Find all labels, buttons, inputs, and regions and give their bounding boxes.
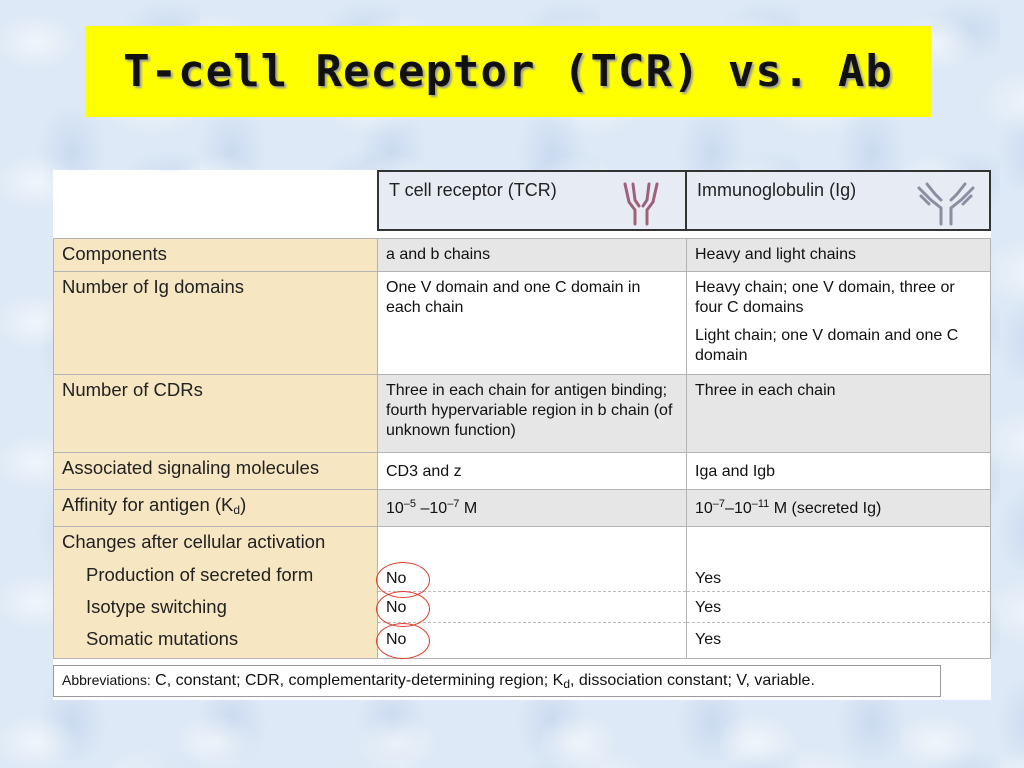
row-label-cdrs: Number of CDRs — [53, 374, 378, 453]
row-label-changes: Changes after cellular activation Produc… — [53, 526, 378, 659]
somatic-label: Somatic mutations — [86, 628, 239, 649]
ig-components: Heavy and light chains — [686, 238, 991, 272]
ig-changes: Yes Yes Yes — [686, 526, 991, 659]
tcr-affinity-exp2: –7 — [447, 498, 460, 510]
ig-affinity-base2: 10 — [733, 500, 752, 517]
tcr-signaling: CD3 and z — [377, 452, 687, 490]
ig-affinity-base1: 10 — [695, 500, 713, 517]
tcr-affinity-base2: 10 — [429, 500, 448, 517]
row-label-signaling: Associated signaling molecules — [53, 452, 378, 490]
ig-cdrs: Three in each chain — [686, 374, 991, 453]
table-row: Number of CDRs Three in each chain for a… — [53, 374, 991, 453]
tcr-domains: One V domain and one C domain in each ch… — [377, 271, 687, 375]
secreted-label: Production of secreted form — [86, 564, 314, 585]
header-ig: Immunoglobulin (Ig) — [685, 170, 991, 231]
table-row: Components a and b chains Heavy and ligh… — [53, 238, 991, 272]
affinity-label-sub: d — [233, 503, 241, 517]
comparison-grid: Components a and b chains Heavy and ligh… — [53, 238, 991, 659]
title-banner: T-cell Receptor (TCR) vs. Ab — [85, 26, 931, 117]
row-label-components: Components — [53, 238, 378, 272]
ig-domains-light: Light chain; one V domain and one C doma… — [695, 327, 959, 364]
tcr-affinity-unit: M — [459, 500, 478, 517]
table-row: Changes after cellular activation Produc… — [53, 526, 991, 659]
abbreviations-footnote: Abbreviations: C, constant; CDR, complem… — [53, 665, 941, 697]
table-row: Affinity for antigen (Kd) 10–5 –10–7 M 1… — [53, 489, 991, 527]
highlight-circle — [376, 623, 430, 659]
abbreviations-text2: , dissociation constant; V, variable. — [570, 672, 815, 689]
table-row: Associated signaling molecules CD3 and z… — [53, 452, 991, 490]
tcr-cdrs: Three in each chain for antigen binding;… — [377, 374, 687, 453]
tcr-receptor-icon — [623, 182, 659, 226]
header-tcr: T cell receptor (TCR) — [377, 170, 687, 231]
tcr-changes: No No No — [376, 526, 687, 659]
isotype-label: Isotype switching — [86, 596, 227, 617]
ig-affinity-sep: – — [725, 500, 734, 517]
tcr-components: a and b chains — [377, 238, 687, 272]
tcr-affinity-sep: – — [416, 500, 430, 517]
affinity-label-main: Affinity for antigen (K — [62, 494, 234, 515]
comparison-table: T cell receptor (TCR) Immunoglobulin (Ig… — [53, 170, 991, 700]
slide-title: T-cell Receptor (TCR) vs. Ab — [123, 46, 893, 97]
changes-label: Changes after cellular activation — [62, 531, 326, 552]
ig-affinity-exp2: –11 — [751, 498, 770, 510]
antibody-icon — [917, 182, 975, 226]
abbreviations-text1: C, constant; CDR, complementarity-determ… — [150, 672, 564, 689]
ig-affinity-exp1: –7 — [712, 498, 726, 510]
ig-secreted: Yes — [695, 570, 722, 587]
ig-affinity-unit: M (secreted Ig) — [769, 500, 882, 517]
ig-isotype: Yes — [695, 599, 722, 616]
ig-domains: Heavy chain; one V domain, three or four… — [686, 271, 991, 375]
ig-signaling: Iga and Igb — [686, 452, 991, 490]
row-label-domains: Number of Ig domains — [53, 271, 378, 375]
highlight-circle — [376, 591, 430, 627]
affinity-label-end: ) — [240, 494, 247, 515]
tcr-affinity: 10–5 –10–7 M — [377, 489, 687, 527]
ig-domains-heavy: Heavy chain; one V domain, three or four… — [695, 279, 955, 316]
table-row: Number of Ig domains One V domain and on… — [53, 271, 991, 375]
header-tcr-label: T cell receptor (TCR) — [389, 180, 557, 200]
tcr-affinity-base1: 10 — [386, 500, 404, 517]
ig-affinity: 10–7–10–11 M (secreted Ig) — [686, 489, 991, 527]
abbreviations-sub: d — [563, 677, 571, 691]
tcr-affinity-exp1: –5 — [403, 498, 417, 510]
abbreviations-lead: Abbreviations: — [62, 672, 151, 688]
row-label-affinity: Affinity for antigen (Kd) — [53, 489, 378, 527]
ig-somatic: Yes — [695, 631, 722, 648]
header-ig-label: Immunoglobulin (Ig) — [697, 180, 857, 200]
